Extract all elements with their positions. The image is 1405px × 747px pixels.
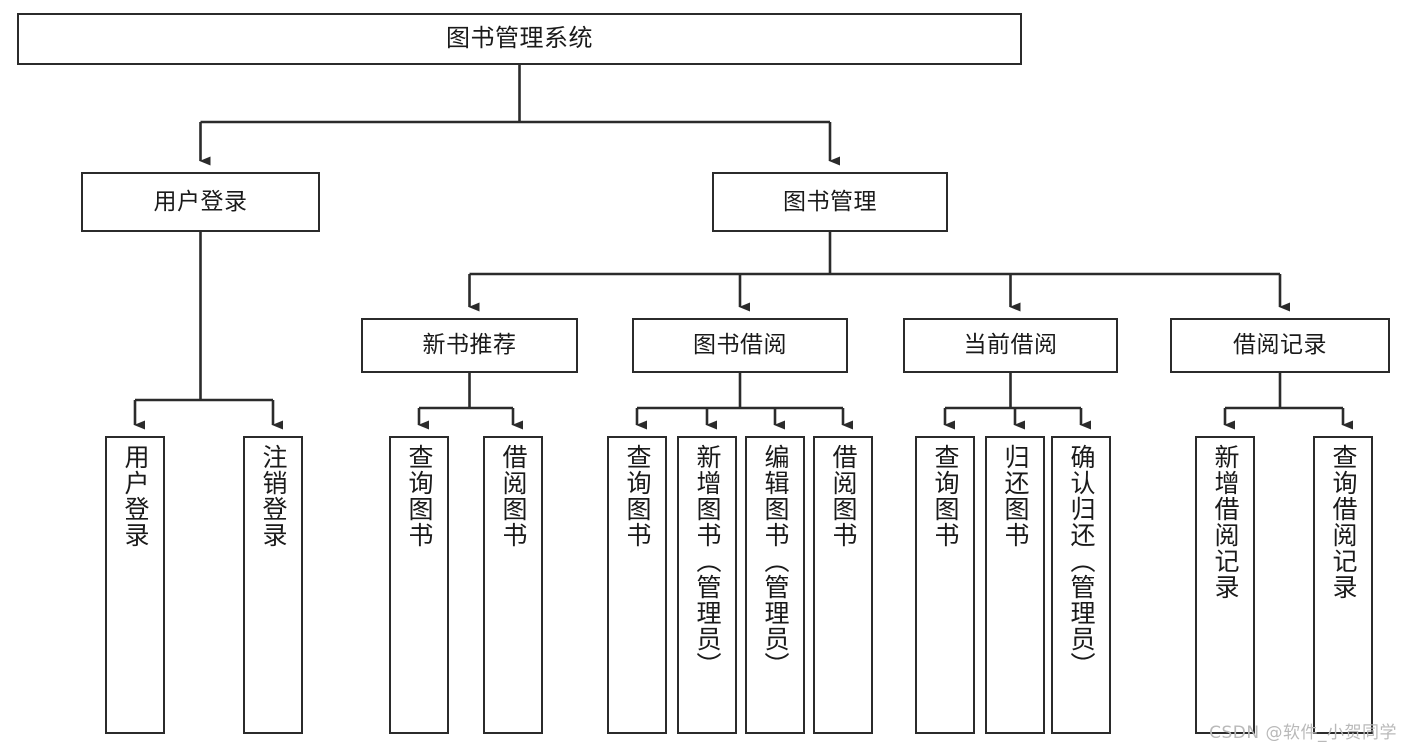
node-label: 借阅记录: [1233, 332, 1327, 359]
node-leaf-user-login[interactable]: 用户登录: [105, 436, 165, 734]
node-leaf-query-book-2[interactable]: 查询图书: [607, 436, 667, 734]
node-leaf-query-book-1[interactable]: 查询图书: [389, 436, 449, 734]
node-leaf-query-record[interactable]: 查询借阅记录: [1313, 436, 1373, 734]
node-leaf-borrow-book-2[interactable]: 借阅图书: [813, 436, 873, 734]
node-label: 注销登录: [259, 444, 288, 548]
node-label: 查询图书: [623, 444, 652, 548]
node-book-borrow[interactable]: 图书借阅: [632, 318, 848, 373]
node-new-book-rec[interactable]: 新书推荐: [361, 318, 578, 373]
node-label: 图书借阅: [693, 332, 787, 359]
node-label: 用户登录: [153, 188, 248, 215]
node-label: 用户登录: [121, 444, 150, 548]
node-label: 查询借阅记录: [1329, 444, 1358, 600]
node-label: 新增图书（管理员）: [693, 444, 722, 678]
node-label: 编辑图书（管理员）: [761, 444, 790, 678]
node-label: 当前借阅: [963, 332, 1058, 359]
watermark-text: CSDN @软件_小贺同学: [1209, 723, 1397, 743]
node-label: 借阅图书: [499, 444, 528, 548]
node-label: 图书管理: [783, 188, 877, 215]
node-label: 确认归还（管理员）: [1067, 444, 1096, 678]
node-leaf-borrow-book-1[interactable]: 借阅图书: [483, 436, 543, 734]
node-borrow-record[interactable]: 借阅记录: [1170, 318, 1390, 373]
node-current-borrow[interactable]: 当前借阅: [903, 318, 1118, 373]
node-user-login[interactable]: 用户登录: [81, 172, 320, 232]
node-label: 查询图书: [931, 444, 960, 548]
node-leaf-return-book[interactable]: 归还图书: [985, 436, 1045, 734]
node-leaf-edit-book[interactable]: 编辑图书（管理员）: [745, 436, 805, 734]
node-label: 查询图书: [405, 444, 434, 548]
node-label: 新增借阅记录: [1211, 444, 1240, 600]
node-label: 归还图书: [1001, 444, 1030, 548]
node-leaf-user-logout[interactable]: 注销登录: [243, 436, 303, 734]
node-leaf-confirm-return[interactable]: 确认归还（管理员）: [1051, 436, 1111, 734]
node-leaf-add-book[interactable]: 新增图书（管理员）: [677, 436, 737, 734]
node-book-manage[interactable]: 图书管理: [712, 172, 948, 232]
node-leaf-add-record[interactable]: 新增借阅记录: [1195, 436, 1255, 734]
node-label: 新书推荐: [422, 332, 517, 359]
node-label: 图书管理系统: [446, 24, 593, 53]
node-leaf-query-book-3[interactable]: 查询图书: [915, 436, 975, 734]
node-root[interactable]: 图书管理系统: [17, 13, 1022, 65]
node-label: 借阅图书: [829, 444, 858, 548]
